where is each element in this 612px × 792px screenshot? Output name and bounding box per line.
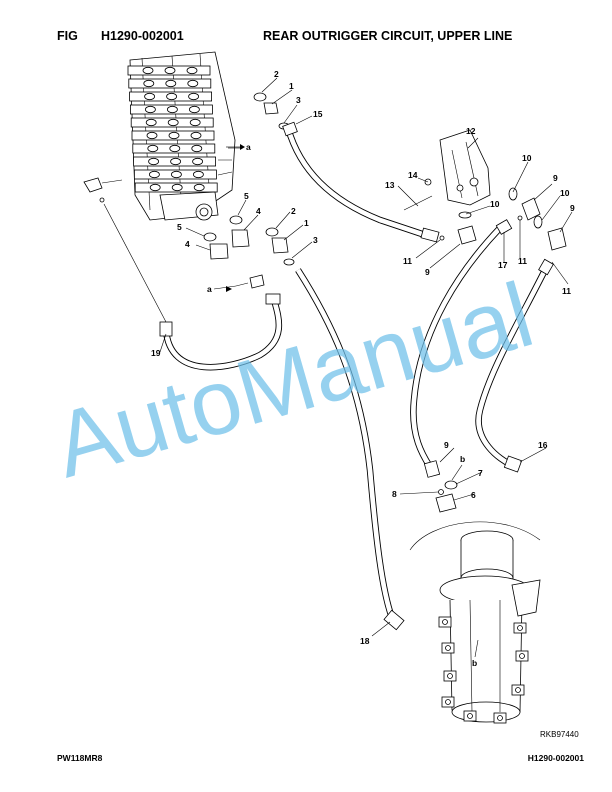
callout-4-a: 4 [256, 206, 261, 216]
fig-title: REAR OUTRIGGER CIRCUIT, UPPER LINE [263, 29, 513, 43]
reference-letters: a a b b [207, 142, 477, 668]
callout-11-b: 11 [518, 256, 527, 266]
callout-11-a: 11 [403, 256, 412, 266]
elbow-fittings-right [439, 187, 567, 251]
callout-3: 3 [296, 95, 301, 105]
callout-1-b: 1 [304, 218, 309, 228]
callout-13: 13 [385, 180, 395, 190]
callout-11-c: 11 [562, 286, 571, 296]
callout-2: 2 [274, 69, 279, 79]
hose-end-fittings [159, 121, 554, 631]
callout-8: 8 [392, 489, 397, 499]
callout-9-d: 9 [444, 440, 449, 450]
ref-a-lower: a [207, 284, 212, 294]
swivel-joint [409, 521, 541, 724]
fig-label: FIG [57, 29, 78, 43]
ref-b-lower: b [472, 658, 477, 668]
callout-10-c: 10 [560, 188, 570, 198]
callout-3-b: 3 [313, 235, 318, 245]
callout-10-b: 10 [490, 199, 500, 209]
callout-19: 19 [151, 348, 161, 358]
callout-5-b: 5 [177, 222, 182, 232]
ref-a-upper: a [246, 142, 251, 152]
callout-16: 16 [538, 440, 548, 450]
callout-10-a: 10 [522, 153, 532, 163]
callout-6: 6 [471, 490, 476, 500]
hoses [162, 127, 549, 620]
control-valve-bank [127, 51, 236, 221]
callout-15: 15 [313, 109, 323, 119]
footer-model: PW118MR8 [57, 753, 103, 763]
callout-9-a: 9 [553, 173, 558, 183]
valve-sections [127, 65, 218, 193]
callout-9-b: 9 [570, 203, 575, 213]
callout-12: 12 [466, 126, 476, 136]
watermark-text: AutoManual [43, 264, 543, 497]
callout-14: 14 [408, 170, 418, 180]
callout-9-c: 9 [425, 267, 430, 277]
callout-4-b: 4 [185, 239, 190, 249]
drawing-code: RKB97440 [540, 730, 579, 739]
callout-7: 7 [478, 468, 483, 478]
ref-b-upper: b [460, 454, 465, 464]
leader-lines [103, 77, 573, 658]
callout-1: 1 [289, 81, 294, 91]
callout-numbers: 2 1 3 15 5 4 2 1 3 5 4 19 12 14 13 10 10… [151, 69, 575, 646]
callout-2-b: 2 [291, 206, 296, 216]
fig-number: H1290-002001 [101, 29, 184, 43]
solenoid-valve [403, 129, 491, 219]
callout-5-a: 5 [244, 191, 249, 201]
swivel-ports [438, 616, 529, 724]
callout-18: 18 [360, 636, 370, 646]
footer-page-code: H1290-002001 [527, 753, 584, 763]
callout-17: 17 [498, 260, 508, 270]
